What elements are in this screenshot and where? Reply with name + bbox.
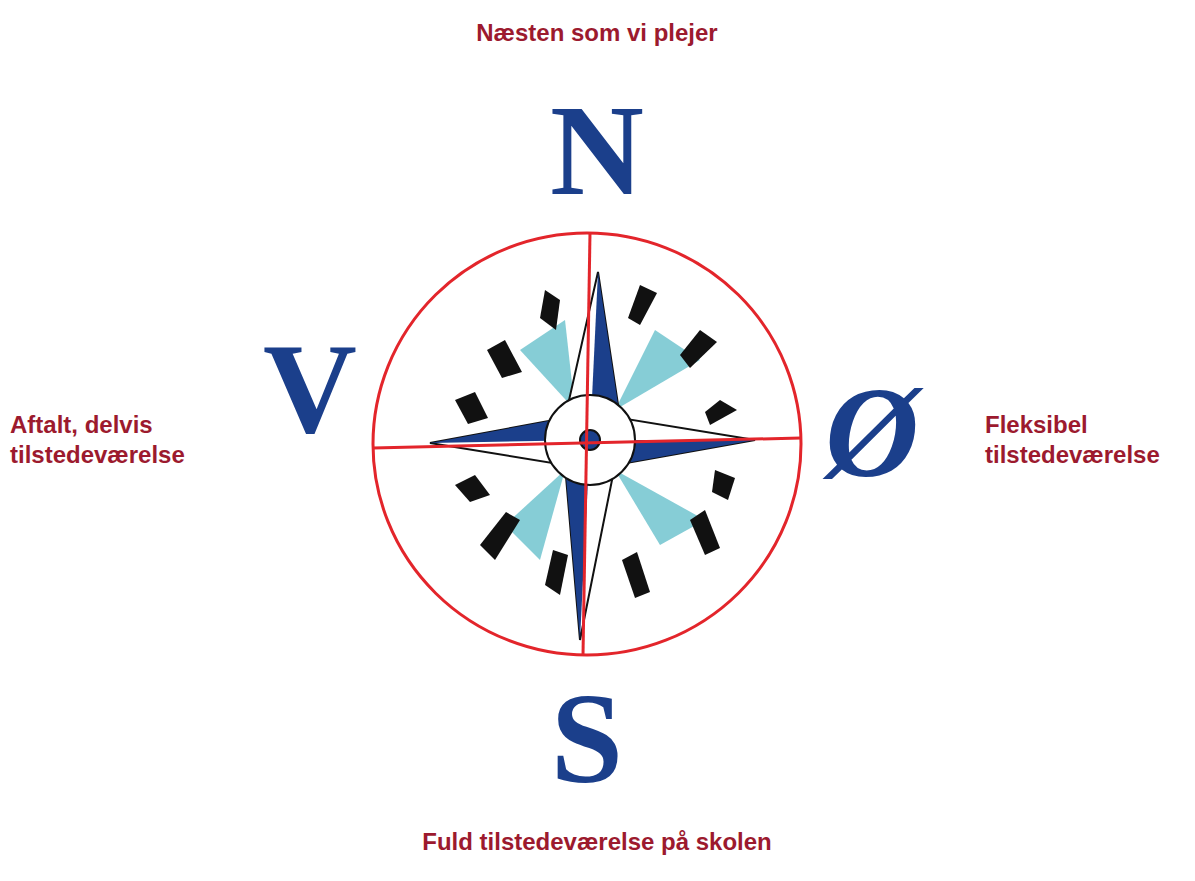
compass-letter: Ø	[825, 367, 919, 497]
direction-label: Fleksibel tilstedeværelse	[985, 410, 1185, 470]
heading-label: Næsten som vi plejer	[476, 18, 717, 48]
compass-letter: V	[263, 323, 357, 453]
direction-label: Aftalt, delvis tilstedeværelse	[10, 410, 225, 470]
compass-letter: N	[550, 85, 644, 215]
compass-letter: S	[551, 673, 623, 803]
direction-label: Fuld tilstedeværelse på skolen	[422, 827, 771, 857]
star-halves	[430, 272, 755, 640]
